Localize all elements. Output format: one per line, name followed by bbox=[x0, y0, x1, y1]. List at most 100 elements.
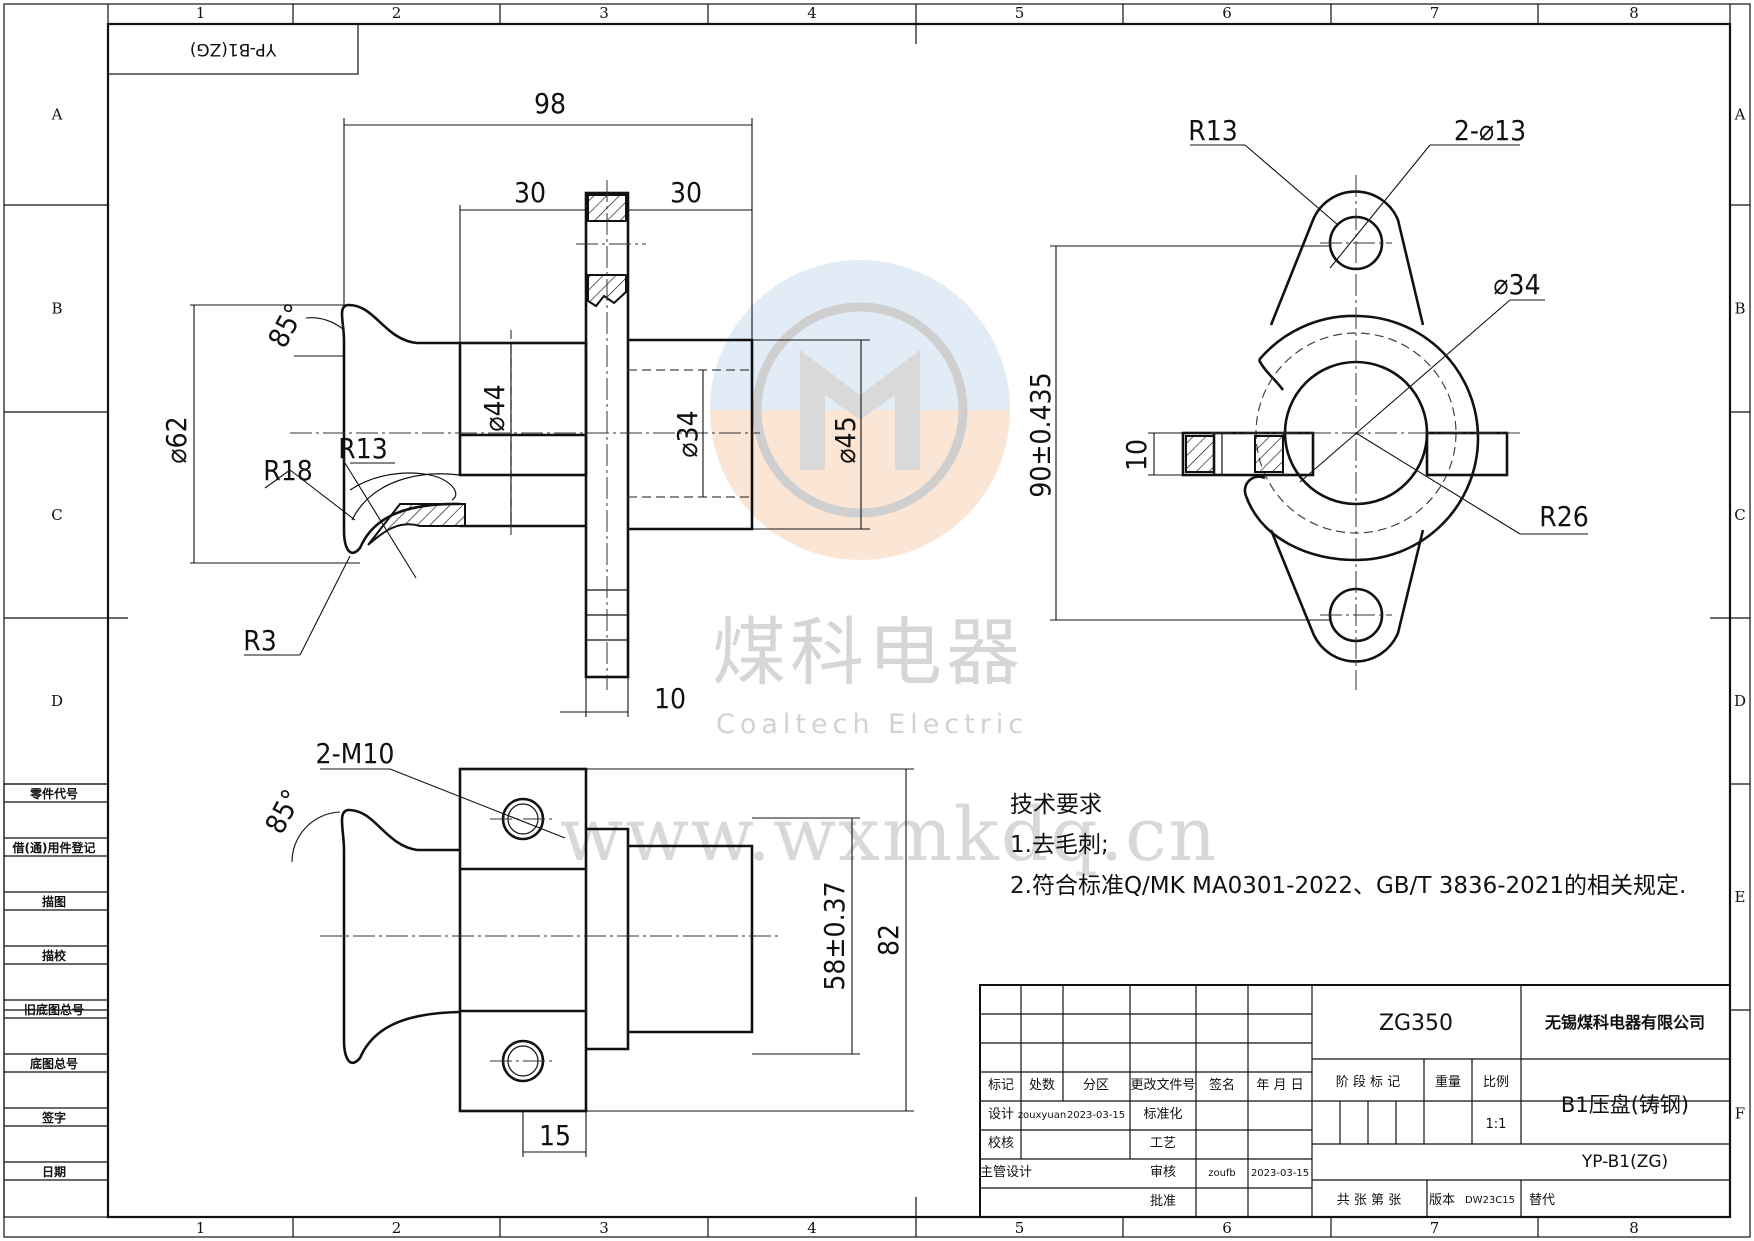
tb-stage-mark: 阶 段 标 记 bbox=[1336, 1075, 1400, 1090]
zone-row-label: C bbox=[1734, 506, 1745, 524]
zone-row-label: D bbox=[1734, 692, 1746, 710]
zone-col-label: 6 bbox=[1222, 1219, 1232, 1237]
zone-row-label: F bbox=[1735, 1105, 1745, 1123]
zone-col-label: 5 bbox=[1015, 1219, 1025, 1237]
tb-h-mark: 标记 bbox=[988, 1078, 1014, 1093]
tb-approve: 批准 bbox=[1150, 1194, 1176, 1209]
side-table-label: 签字 bbox=[41, 1110, 66, 1125]
tb-drawing-no: YP-B1(ZG) bbox=[1581, 1152, 1668, 1172]
dim-phi45: ⌀45 bbox=[829, 416, 862, 463]
dim-30-left: 30 bbox=[514, 176, 546, 209]
zone-col-label: 8 bbox=[1629, 4, 1639, 22]
dim-90-tol: 90±0.435 bbox=[1024, 372, 1057, 497]
zone-rows: A A B B C C D D E F bbox=[4, 106, 1750, 1123]
notes-item-2: 2.符合标准Q/MK MA0301-2022、GB/T 3836-2021的相关… bbox=[1010, 873, 1686, 899]
tb-sheets: 共 张 第 张 bbox=[1337, 1193, 1401, 1208]
zone-col-label: 3 bbox=[599, 1219, 609, 1237]
bottom-view: 2-M10 85° 58±0.37 82 15 bbox=[259, 737, 914, 1157]
dim-phi34-side: ⌀34 bbox=[1493, 268, 1540, 301]
zone-row-label: B bbox=[1734, 300, 1745, 318]
zone-col-label: 6 bbox=[1222, 4, 1232, 22]
tb-process: 工艺 bbox=[1150, 1136, 1176, 1151]
side-table-label: 旧底图总号 bbox=[24, 1002, 84, 1017]
tb-h-count: 处数 bbox=[1029, 1078, 1055, 1093]
tb-scale-label: 比例 bbox=[1483, 1075, 1509, 1090]
zone-col-label: 7 bbox=[1430, 1219, 1440, 1237]
zone-col-label: 1 bbox=[196, 1219, 206, 1237]
zone-row-label: E bbox=[1735, 888, 1746, 906]
dim-angle-85-bottom: 85° bbox=[259, 784, 309, 839]
dim-2-m10: 2-M10 bbox=[316, 737, 395, 770]
side-table-label: 借(通)用件登记 bbox=[12, 840, 96, 855]
zone-row-label: D bbox=[51, 692, 63, 710]
tb-part-name: B1压盘(铸钢) bbox=[1561, 1093, 1689, 1117]
watermark-en: Coaltech Electric bbox=[716, 709, 1028, 740]
zone-col-label: 1 bbox=[196, 4, 206, 22]
tb-review: 审核 bbox=[1150, 1165, 1176, 1180]
dim-82: 82 bbox=[872, 924, 905, 956]
tb-version: DW23C15 bbox=[1465, 1195, 1515, 1206]
tb-replace: 替代 bbox=[1529, 1193, 1555, 1208]
zone-row-label: C bbox=[51, 506, 62, 524]
side-table-label: 底图总号 bbox=[30, 1056, 78, 1071]
zone-row-label: A bbox=[1734, 106, 1746, 124]
side-table-label: 描校 bbox=[42, 948, 67, 963]
zone-col-label: 5 bbox=[1015, 4, 1025, 22]
watermark-url: www.wxmkdq.cn bbox=[560, 792, 1218, 878]
zone-col-label: 7 bbox=[1430, 4, 1440, 22]
drawing-frame: 1 1 2 2 3 3 4 4 5 5 6 6 7 7 8 8 A A B B C C D D E F bbox=[3, 3, 1751, 1238]
dim-r18: R18 bbox=[263, 454, 313, 487]
dim-30-right: 30 bbox=[670, 176, 702, 209]
tb-company: 无锡煤科电器有限公司 bbox=[1544, 1013, 1705, 1032]
dim-15: 15 bbox=[539, 1119, 571, 1152]
zone-col-label: 2 bbox=[392, 4, 402, 22]
dim-2-phi13: 2-⌀13 bbox=[1454, 114, 1526, 147]
tb-design: 设计 bbox=[988, 1107, 1014, 1122]
tb-version-label: 版本 bbox=[1429, 1193, 1455, 1208]
zone-col-label: 2 bbox=[392, 1219, 402, 1237]
title-stamp: YP-B1(ZG) bbox=[107, 23, 359, 75]
tb-review-date: 2023-03-15 bbox=[1251, 1168, 1309, 1179]
zone-col-label: 4 bbox=[807, 1219, 817, 1237]
tb-chief: 主管设计 bbox=[980, 1165, 1032, 1180]
dim-r13-side: R13 bbox=[1188, 114, 1238, 147]
zone-col-label: 4 bbox=[807, 4, 817, 22]
side-table-label: 零件代号 bbox=[29, 786, 78, 801]
dim-r3: R3 bbox=[243, 624, 277, 657]
dim-phi44: ⌀44 bbox=[478, 384, 511, 431]
dim-10-flange: 10 bbox=[654, 682, 686, 715]
notes-item-1: 1.去毛刺; bbox=[1010, 832, 1109, 858]
tb-standard: 标准化 bbox=[1143, 1107, 1182, 1122]
dim-angle-85-section: 85° bbox=[262, 298, 312, 353]
tb-scale: 1:1 bbox=[1486, 1117, 1507, 1132]
tb-designer: zouxyuan bbox=[1018, 1110, 1066, 1121]
watermark-cn: 煤科电器 bbox=[712, 610, 1024, 696]
watermark: 煤科电器 Coaltech Electric www.wxmkdq.cn bbox=[560, 260, 1218, 878]
tb-h-change: 更改文件号 bbox=[1130, 1078, 1195, 1093]
tb-model: ZG350 bbox=[1379, 1011, 1453, 1036]
zone-row-label: B bbox=[51, 300, 62, 318]
tb-check: 校核 bbox=[988, 1135, 1014, 1151]
tb-h-date: 年 月 日 bbox=[1256, 1078, 1303, 1093]
zone-row-label: A bbox=[51, 106, 63, 124]
dim-10-side: 10 bbox=[1120, 439, 1153, 471]
tb-h-zone: 分区 bbox=[1083, 1078, 1109, 1093]
side-view: R13 2-⌀13 ⌀34 90±0.435 10 R26 bbox=[1024, 114, 1589, 690]
dim-phi62: ⌀62 bbox=[160, 416, 193, 463]
zone-col-label: 8 bbox=[1629, 1219, 1639, 1237]
technical-requirements: 技术要求 1.去毛刺; 2.符合标准Q/MK MA0301-2022、GB/T … bbox=[1010, 792, 1686, 899]
dim-58-tol: 58±0.37 bbox=[818, 881, 851, 990]
title-stamp-text: YP-B1(ZG) bbox=[190, 39, 277, 59]
zone-col-label: 3 bbox=[599, 4, 609, 22]
tb-design-date: 2023-03-15 bbox=[1067, 1110, 1125, 1121]
zone-columns: 1 1 2 2 3 3 4 4 5 5 6 6 7 7 8 8 bbox=[196, 4, 1639, 1237]
tb-reviewer: zoufb bbox=[1208, 1168, 1236, 1179]
dim-r13-section: R13 bbox=[338, 432, 388, 465]
tb-weight: 重量 bbox=[1435, 1074, 1461, 1090]
dim-r26: R26 bbox=[1539, 500, 1589, 533]
notes-heading: 技术要求 bbox=[1010, 792, 1102, 818]
dim-98: 98 bbox=[534, 87, 566, 120]
side-table-label: 日期 bbox=[42, 1164, 66, 1179]
tb-h-sign: 签名 bbox=[1209, 1077, 1235, 1093]
